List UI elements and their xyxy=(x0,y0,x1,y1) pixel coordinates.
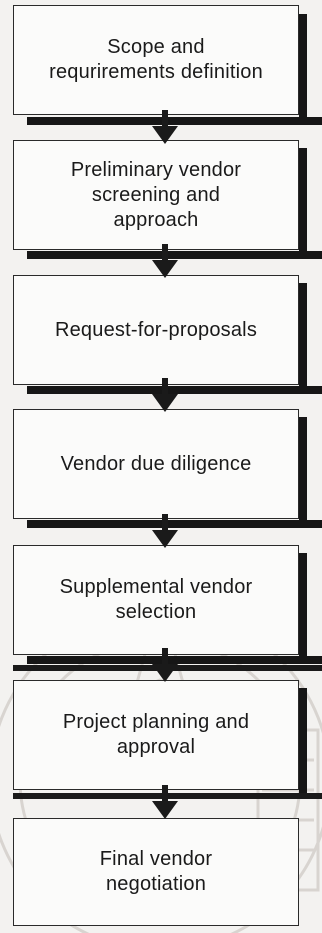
flow-step-rfp: Request-for-proposals xyxy=(13,275,299,385)
step-label-line: Request-for-proposals xyxy=(54,318,258,341)
box-shadow xyxy=(299,14,307,125)
flow-step-preliminary-screening: Preliminary vendor screening and approac… xyxy=(13,140,299,250)
step-label-line: Project planning and xyxy=(62,711,250,733)
step-label-line: requrirements definition xyxy=(49,61,263,83)
arrow-down-icon xyxy=(152,514,178,548)
step-label-line: selection xyxy=(115,601,197,623)
box-shadow xyxy=(27,520,322,528)
flow-step-scope: Scope and requrirements definition xyxy=(13,5,299,115)
arrow-down-icon xyxy=(152,244,178,278)
box-shadow xyxy=(27,386,322,394)
flow-step-final-negotiation: Final vendor negotiation xyxy=(13,818,299,926)
flow-step-supplemental-selection: Supplemental vendor selection xyxy=(13,545,299,655)
arrow-down-icon xyxy=(152,785,178,819)
box-shadow xyxy=(299,283,307,394)
step-label-line: Scope and xyxy=(107,36,205,58)
step-label-line: Final vendor xyxy=(99,848,213,870)
step-label-line: Preliminary vendor xyxy=(70,158,242,181)
step-label-line: negotiation xyxy=(105,873,207,895)
step-label-line: Vendor due diligence xyxy=(60,452,252,475)
arrow-down-icon xyxy=(152,110,178,144)
step-label-line: approval xyxy=(116,736,196,758)
flow-step-project-planning: Project planning and approval xyxy=(13,680,299,790)
arrow-down-icon xyxy=(152,648,178,682)
step-label-line: screening and xyxy=(91,183,221,206)
arrow-down-icon xyxy=(152,378,178,412)
box-shadow xyxy=(299,688,307,796)
flow-step-due-diligence: Vendor due diligence xyxy=(13,409,299,519)
box-shadow xyxy=(27,656,322,664)
box-shadow xyxy=(299,553,307,664)
box-shadow xyxy=(27,251,322,259)
step-label-line: approach xyxy=(113,208,199,231)
step-label-line: Supplemental vendor xyxy=(59,576,253,598)
box-shadow xyxy=(299,417,307,528)
box-shadow xyxy=(27,117,322,125)
box-shadow xyxy=(299,148,307,259)
